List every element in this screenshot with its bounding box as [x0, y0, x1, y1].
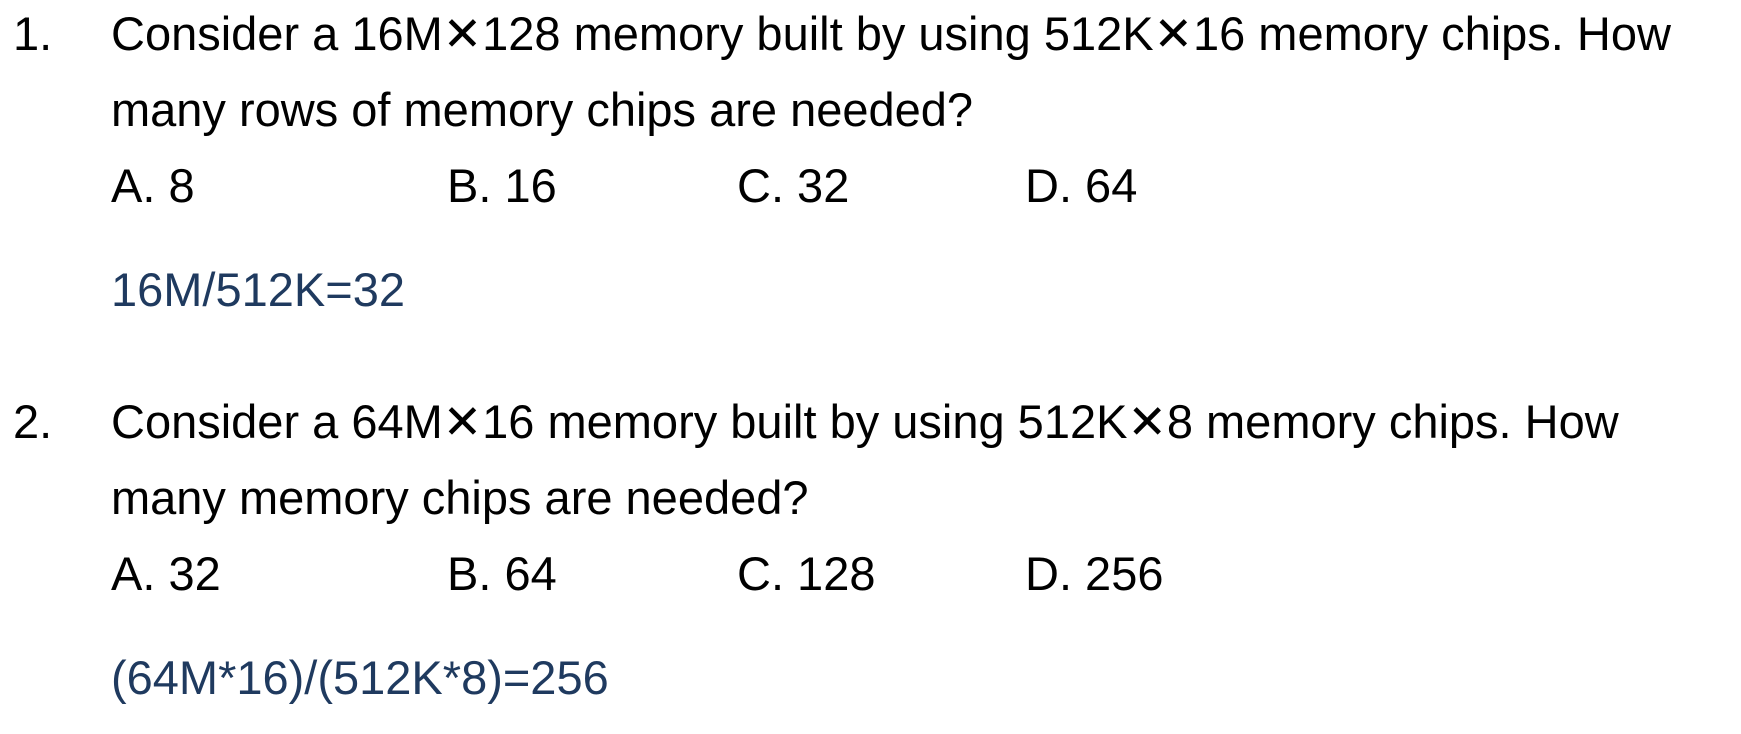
option-d: D. 64 [1025, 159, 1138, 212]
question-number: 1. [13, 7, 53, 60]
question-text: Consider a 64M✕16 memory built by using … [111, 395, 1619, 524]
answer-options: A. 32 B. 64 C. 128 D. 256 [111, 536, 1411, 612]
option-d: D. 256 [1025, 547, 1164, 600]
option-b: B. 64 [447, 547, 557, 600]
option-b: B. 16 [447, 159, 557, 212]
answer-options: A. 8 B. 16 C. 32 D. 64 [111, 148, 1411, 224]
option-a: A. 8 [111, 159, 195, 212]
question-text: Consider a 16M✕128 memory built by using… [111, 7, 1671, 136]
option-c: C. 128 [737, 547, 876, 600]
answer-working: 16M/512K=32 [111, 263, 405, 316]
answer-working: (64M*16)/(512K*8)=256 [111, 651, 609, 704]
option-a: A. 32 [111, 547, 221, 600]
option-c: C. 32 [737, 159, 850, 212]
question-number: 2. [13, 395, 53, 448]
